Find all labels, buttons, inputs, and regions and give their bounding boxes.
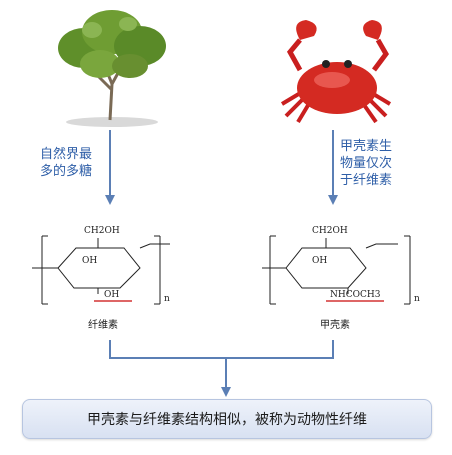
chitin-name: 甲壳素 (320, 320, 350, 331)
tree-icon (58, 10, 166, 127)
cellulose-oh-lower: OH (104, 290, 120, 300)
crab-caption-line: 物量仅次 (340, 156, 393, 171)
crab-caption-line: 甲壳素生 (340, 139, 393, 154)
cellulose-oh-upper: OH (82, 256, 98, 266)
cellulose-name: 纤维素 (88, 320, 118, 331)
crab-icon (280, 20, 392, 124)
cellulose-ch2oh-label: CH2OH (84, 226, 120, 236)
chitin-structure (262, 235, 411, 305)
chitin-ch2oh-label: CH2OH (312, 226, 348, 236)
chitin-nhcoch3-label: NHCOCH3 (330, 290, 381, 300)
tree-caption-line: 自然界最 (40, 147, 93, 162)
merge-connector (109, 340, 334, 397)
tree-caption: 自然界最 多的多糖 (40, 146, 92, 180)
tree-caption-line: 多的多糖 (40, 164, 93, 179)
crab-caption: 甲壳素生 物量仅次 于纤维素 (340, 138, 392, 189)
crab-caption-line: 于纤维素 (340, 173, 393, 188)
summary-text: 甲壳素与纤维素结构相似，被称为动物性纤维 (87, 412, 367, 428)
summary-box: 甲壳素与纤维素结构相似，被称为动物性纤维 (22, 399, 432, 439)
cellulose-repeat-n: n (164, 294, 170, 304)
chitin-oh-upper: OH (312, 256, 328, 266)
cellulose-structure (32, 235, 170, 305)
chitin-repeat-n: n (414, 294, 420, 304)
